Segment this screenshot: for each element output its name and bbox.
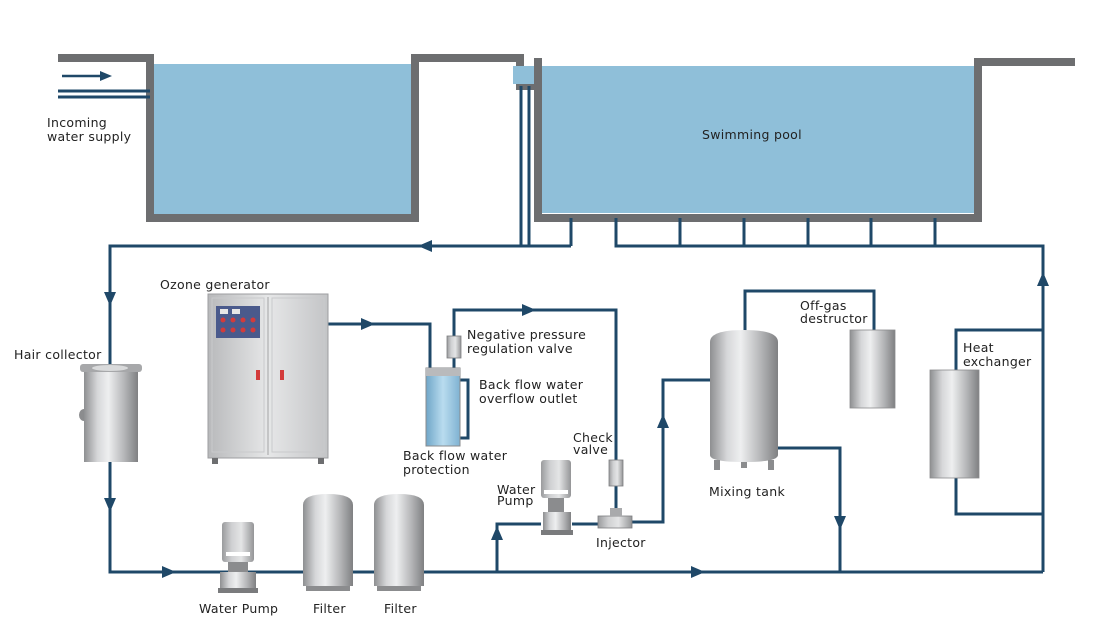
check-valve bbox=[608, 459, 624, 487]
control-panel-icon bbox=[216, 306, 260, 338]
ozone-generator bbox=[207, 293, 329, 464]
filter-2 bbox=[374, 494, 424, 591]
arrow-icon bbox=[1037, 272, 1049, 286]
negative-pressure-valve bbox=[446, 335, 462, 359]
heat-exchanger-label: Heat bbox=[963, 340, 994, 355]
overflow-channel-water bbox=[513, 66, 539, 84]
arrow-icon bbox=[162, 566, 176, 578]
valve-icon bbox=[446, 335, 462, 359]
pool-water bbox=[540, 66, 976, 213]
back-flow-water-protection bbox=[425, 367, 461, 447]
tank-icon bbox=[710, 330, 778, 470]
water-pump-small-label: Water bbox=[497, 482, 536, 497]
arrow-icon bbox=[491, 526, 503, 540]
back-flow-protection-label: Back flow water bbox=[403, 448, 508, 463]
arrow-icon bbox=[104, 292, 116, 306]
negative-pressure-valve-label: regulation valve bbox=[467, 341, 573, 356]
injector bbox=[597, 508, 633, 529]
off-gas-destructor bbox=[849, 329, 896, 409]
tank-icon bbox=[374, 494, 424, 591]
hair-collector-label: Hair collector bbox=[14, 347, 102, 362]
check-valve-label: Check bbox=[573, 430, 613, 445]
swimming-pool bbox=[513, 58, 1075, 222]
hair-collector bbox=[79, 364, 142, 462]
check-valve-label: valve bbox=[573, 442, 608, 457]
arrow-icon bbox=[834, 516, 846, 530]
back-flow-overflow-outlet-label: Back flow water bbox=[479, 377, 584, 392]
back-flow-overflow-outlet-label: overflow outlet bbox=[479, 391, 578, 406]
arrow-icon bbox=[418, 240, 432, 252]
arrow-icon bbox=[100, 71, 112, 81]
tank-icon bbox=[303, 494, 353, 591]
filter-1 bbox=[303, 494, 353, 591]
off-gas-destructor-label: destructor bbox=[800, 311, 868, 326]
filter-1-label: Filter bbox=[313, 601, 346, 616]
negative-pressure-valve-label: Negative pressure bbox=[467, 327, 586, 342]
arrow-icon bbox=[361, 318, 375, 330]
mixing-tank bbox=[710, 330, 778, 470]
ozone-generator-label: Ozone generator bbox=[160, 277, 270, 292]
filter-2-label: Filter bbox=[384, 601, 417, 616]
heat-exchanger-label: exchanger bbox=[963, 354, 1032, 369]
off-gas-destructor-label: Off-gas bbox=[800, 298, 847, 313]
arrow-icon bbox=[522, 304, 536, 316]
flow-arrows bbox=[104, 240, 1049, 578]
water-pump-main bbox=[218, 522, 258, 593]
water-pump-small-label: Pump bbox=[497, 493, 534, 508]
arrow-icon bbox=[691, 566, 705, 578]
water-pump-small bbox=[541, 460, 573, 535]
pool-wall bbox=[534, 58, 1075, 222]
valve-icon bbox=[608, 459, 624, 487]
water-pump-main-label: Water Pump bbox=[199, 601, 278, 616]
incoming-water-inlet bbox=[58, 71, 150, 99]
arrow-icon bbox=[104, 498, 116, 512]
labels: Incoming water supply Swimming pool Hair… bbox=[14, 115, 1032, 616]
balance-tank-water bbox=[150, 64, 415, 216]
mixing-tank-label: Mixing tank bbox=[709, 484, 785, 499]
injector-label: Injector bbox=[596, 535, 646, 550]
pump-icon bbox=[218, 522, 258, 593]
heat-exchanger bbox=[929, 369, 980, 479]
pump-icon bbox=[541, 460, 573, 535]
arrow-icon bbox=[657, 414, 669, 428]
incoming-water-supply-label: Incoming bbox=[47, 115, 107, 130]
incoming-water-supply-label: water supply bbox=[47, 129, 132, 144]
swimming-pool-label: Swimming pool bbox=[702, 127, 802, 142]
back-flow-protection-label: protection bbox=[403, 462, 470, 477]
